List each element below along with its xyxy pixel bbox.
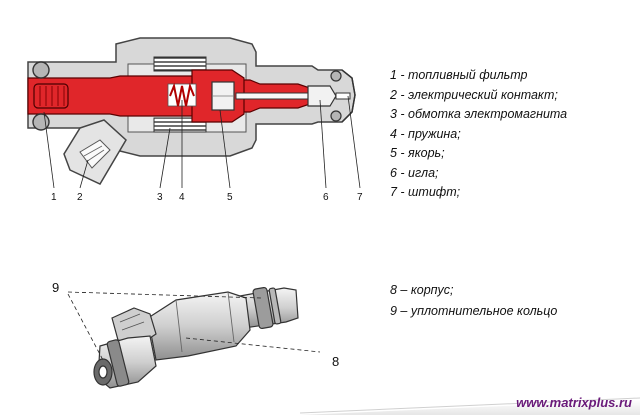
o-ring-inlet [106, 339, 130, 387]
legend-top: 1 - топливный фильтр 2 - электрический к… [390, 66, 567, 203]
callout-2: 2 [77, 192, 83, 203]
legend-item-9: 9 – уплотнительное кольцо [390, 304, 558, 318]
footer-band [300, 400, 640, 415]
solenoid-coil-upper [153, 56, 207, 72]
legend-item-2: 2 - электрический контакт; [390, 87, 558, 102]
legend-bottom: 8 – корпус; 9 – уплотнительное кольцо [390, 280, 557, 322]
callout-7: 7 [357, 192, 363, 203]
callout-6: 6 [323, 192, 329, 203]
legend-item-1: 1 - топливный фильтр [390, 68, 528, 82]
callout-1: 1 [51, 192, 57, 203]
callout-8: 8 [332, 354, 339, 369]
legend-item-8: 8 – корпус; [390, 283, 454, 297]
nozzle-cap [341, 69, 356, 123]
callout-3: 3 [157, 192, 163, 203]
legend-item-5: 5 - якорь; [390, 146, 445, 160]
injector-exterior-view [93, 286, 299, 389]
fuel-filter [33, 83, 69, 109]
o-ring-top-right [330, 70, 342, 82]
bottom-callouts: 9 8 [52, 280, 339, 369]
callout-4: 4 [179, 192, 185, 203]
spring [169, 82, 195, 107]
o-ring-top-left [32, 61, 50, 79]
website-link[interactable]: www.matrixplus.ru [516, 395, 632, 410]
injector-cross-section [27, 37, 356, 185]
needle [235, 92, 320, 100]
top-leader-lines [43, 95, 361, 189]
o-ring-bottom-right [330, 110, 342, 122]
pintle [335, 92, 351, 100]
legend-item-4: 4 - пружина; [390, 126, 461, 141]
legend-item-6: 6 - игла; [390, 165, 439, 180]
needle-seat [307, 85, 337, 107]
legend-item-3: 3 - обмотка электромагнита [390, 107, 568, 121]
o-ring-bottom-left [32, 113, 50, 131]
top-callouts: 1 2 3 4 5 6 7 [51, 192, 363, 203]
callout-5: 5 [227, 192, 233, 203]
legend-item-7: 7 - штифт; [390, 185, 461, 199]
injector-housing [147, 291, 251, 361]
callout-9: 9 [52, 280, 59, 295]
bottom-leader-lines [67, 291, 321, 363]
